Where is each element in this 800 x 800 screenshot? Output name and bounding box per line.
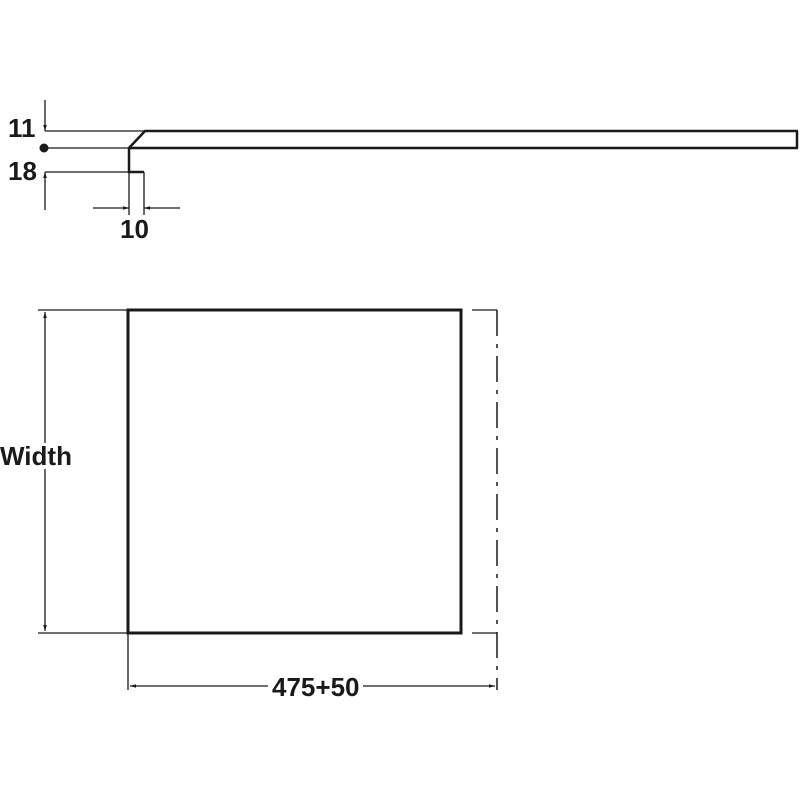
datum-dot xyxy=(39,143,49,153)
dim-label-width: Width xyxy=(0,441,72,471)
worktop-profile xyxy=(127,129,799,174)
profile-dimension-lines xyxy=(43,100,180,215)
dim-label-10: 10 xyxy=(120,214,149,244)
worktop-plan-rect xyxy=(126,308,463,635)
dim-label-depth: 475+50 xyxy=(268,674,364,700)
dim-label-11: 11 xyxy=(8,113,36,143)
dim-label-18: 18 xyxy=(8,156,37,186)
